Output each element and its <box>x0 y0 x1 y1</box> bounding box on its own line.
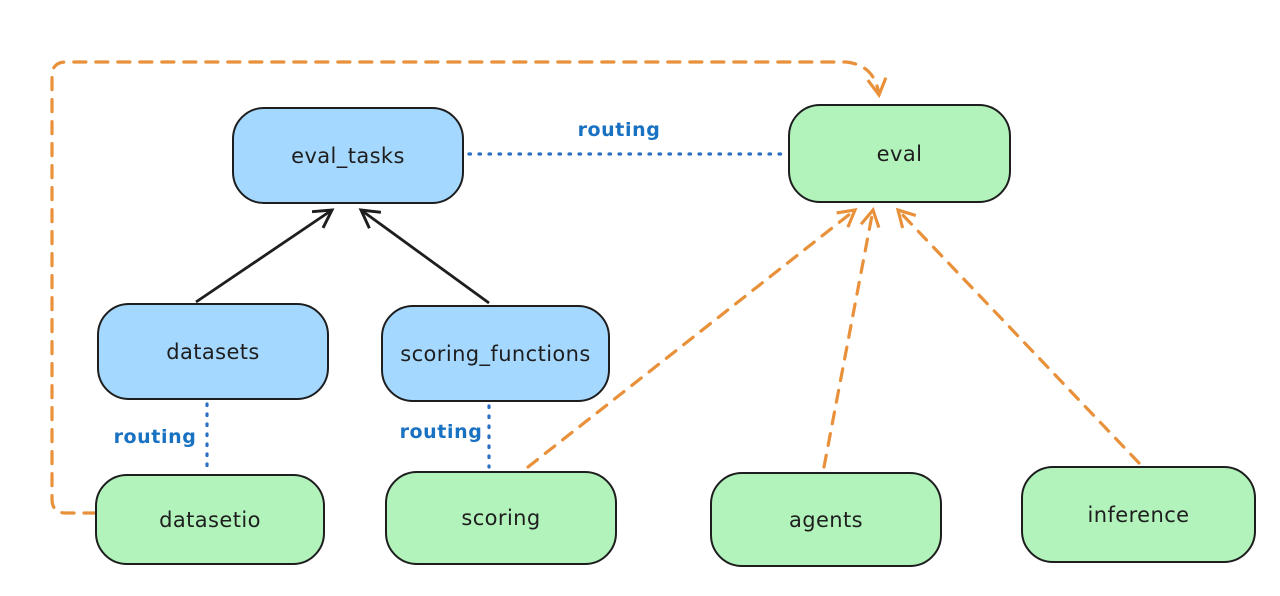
node-scoring-functions-label: scoring_functions <box>400 341 591 366</box>
node-datasetio-label: datasetio <box>159 507 261 532</box>
node-scoring-label: scoring <box>461 506 541 530</box>
edge-scoring-to-eval-dashed-arrow <box>526 208 858 469</box>
node-scoring-functions: scoring_functions <box>381 305 610 402</box>
edge-label-routing-datasets-datasetio: routing <box>113 426 197 448</box>
node-agents-label: agents <box>788 507 863 532</box>
node-datasetio: datasetio <box>95 474 325 565</box>
node-eval-tasks: eval_tasks <box>232 107 464 204</box>
node-scoring: scoring <box>385 471 617 565</box>
node-datasets: datasets <box>97 303 329 400</box>
node-eval-tasks-label: eval_tasks <box>291 143 405 168</box>
edge-datasets-to-eval-tasks-arrow <box>195 208 335 304</box>
edge-label-routing-scoring-functions-scoring: routing <box>399 421 483 443</box>
edge-scoring-functions-to-eval-tasks-arrow <box>358 208 490 305</box>
node-inference-label: inference <box>1087 502 1190 527</box>
edge-label-routing-eval-tasks-eval: routing <box>577 119 661 141</box>
edge-datasetio-to-eval-dashed-arrow <box>50 60 888 515</box>
node-inference: inference <box>1021 466 1256 563</box>
node-datasets-label: datasets <box>166 339 260 364</box>
node-eval-label: eval <box>876 141 923 166</box>
edge-agents-to-eval-dashed-arrow <box>822 206 881 469</box>
node-agents: agents <box>710 472 942 567</box>
edge-inference-to-eval-dashed-arrow <box>895 207 1141 465</box>
node-eval: eval <box>788 104 1011 203</box>
